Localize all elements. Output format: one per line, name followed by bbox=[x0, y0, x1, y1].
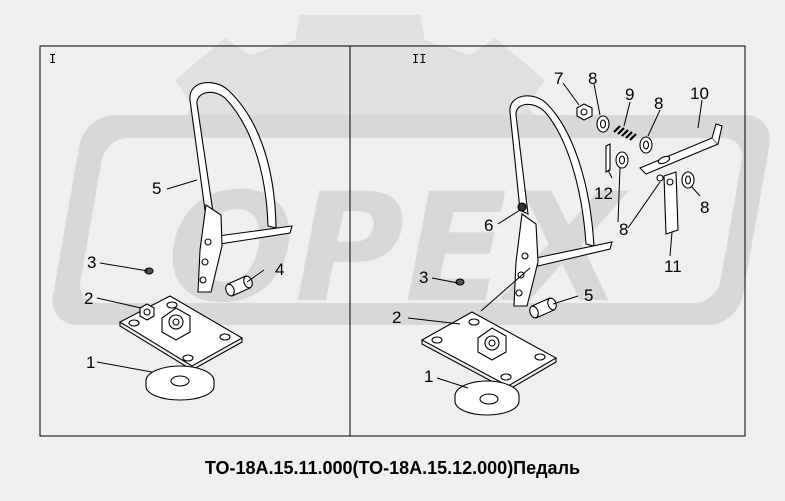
plate-hole bbox=[219, 333, 231, 341]
callout-8b: 8 bbox=[654, 94, 663, 113]
panel-roman-left: I bbox=[49, 52, 56, 66]
callout-11: 11 bbox=[664, 257, 682, 276]
plate-hole bbox=[182, 354, 194, 362]
lever-hole bbox=[199, 276, 207, 284]
callout-3-ii: 3 bbox=[419, 268, 428, 287]
arm-11 bbox=[663, 171, 679, 235]
panel-left-parts bbox=[118, 82, 293, 401]
stud bbox=[517, 202, 527, 212]
callout-3: 3 bbox=[87, 253, 96, 272]
pin bbox=[529, 297, 557, 319]
callout-7: 7 bbox=[554, 69, 563, 88]
callout-1: 1 bbox=[86, 353, 95, 372]
pin bbox=[225, 275, 253, 297]
panel-frame-right bbox=[349, 45, 746, 437]
callout-8a: 8 bbox=[588, 69, 597, 88]
callout-2-ii: 2 bbox=[392, 308, 401, 327]
leaders-left bbox=[96, 179, 265, 373]
callout-2: 2 bbox=[84, 289, 93, 308]
leaders-right bbox=[407, 82, 703, 389]
lever-arm bbox=[197, 204, 223, 293]
callout-5: 4 bbox=[275, 260, 284, 279]
callout-10: 10 bbox=[690, 84, 709, 103]
callout-5-ii: 5 bbox=[584, 286, 593, 305]
callout-9: 9 bbox=[625, 85, 634, 104]
callout-4: 5 bbox=[152, 179, 161, 198]
spring-9 bbox=[613, 125, 637, 141]
callout-1-ii: 1 bbox=[424, 367, 433, 386]
figure-caption: ТО-18А.15.11.000(ТО-18А.15.12.000)Педаль bbox=[204, 458, 581, 478]
lever-arm bbox=[513, 213, 539, 307]
callout-8c: 8 bbox=[700, 198, 709, 217]
plate-hole bbox=[166, 301, 178, 309]
lever-hole bbox=[204, 238, 212, 246]
panel-right-parts bbox=[420, 95, 723, 416]
panel-roman-right: II bbox=[412, 52, 426, 66]
plate-hole bbox=[128, 319, 140, 327]
callout-8d-bottom: 8 bbox=[619, 220, 628, 239]
lever-hole bbox=[201, 258, 209, 266]
callout-12: 12 bbox=[594, 184, 613, 203]
callout-6: 6 bbox=[484, 216, 493, 235]
cotter-pin-12 bbox=[605, 143, 611, 173]
small-nut bbox=[455, 278, 465, 286]
